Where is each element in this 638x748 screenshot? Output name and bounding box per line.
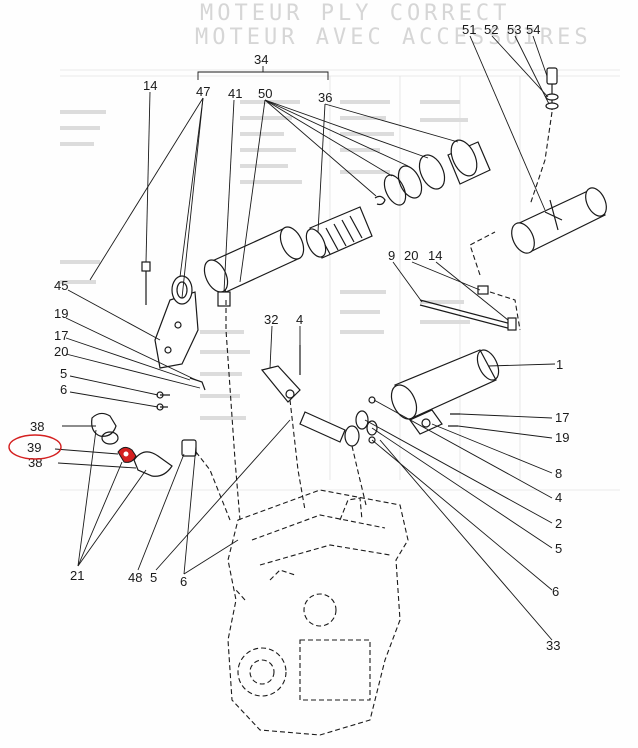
- callout-14-right: 14: [428, 248, 442, 263]
- highlight-ellipse: [8, 434, 62, 460]
- engine-block: [227, 489, 409, 736]
- callout-14-top: 14: [143, 78, 157, 93]
- callout-36: 36: [318, 90, 332, 105]
- callout-6-left: 6: [60, 382, 67, 397]
- assembly-centerlines: [195, 231, 496, 521]
- callout-51: 51: [462, 22, 476, 37]
- callout-5-left: 5: [60, 366, 67, 381]
- callout-2: 2: [555, 516, 562, 531]
- callout-20-left: 20: [54, 344, 68, 359]
- filter-element: [305, 206, 373, 259]
- callout-19-left: 19: [54, 306, 68, 321]
- sleeve-48: [181, 439, 197, 457]
- dash-centerline-51: [529, 111, 553, 206]
- callout-47: 47: [196, 84, 210, 99]
- ghost-header-line2: MOTEUR AVEC ACCESSOIRES: [195, 25, 592, 50]
- screw-17-20: [189, 377, 206, 391]
- screws-17-19-right: [448, 413, 460, 427]
- washers-5-6-left: [160, 394, 170, 408]
- callout-48: 48: [128, 570, 142, 585]
- callout-53: 53: [507, 22, 521, 37]
- silencer-1: [390, 349, 500, 420]
- callout-17-right: 17: [555, 410, 569, 425]
- callout-32: 32: [264, 312, 278, 327]
- callout-50: 50: [258, 86, 272, 101]
- flange-8: [409, 409, 443, 435]
- callout-labels: 34 14 47 41 50 36 51 52 53 54 9 20 14 45…: [28, 22, 569, 653]
- ghost-header-line1: MOTEUR PLY CORRECT: [200, 1, 510, 26]
- highlighted-callout-39[interactable]: 39: [8, 434, 62, 460]
- cylinder-part-51: [511, 187, 607, 254]
- air-filter-housing: [203, 226, 305, 293]
- filter-cover-rings: [383, 139, 491, 206]
- intake-pipe-32: [260, 365, 301, 403]
- callout-20-right: 20: [404, 248, 418, 263]
- callout-41: 41: [228, 86, 242, 101]
- pipe-end: [344, 425, 360, 447]
- callout-19-right: 19: [555, 430, 569, 445]
- callout-4-right: 4: [555, 490, 562, 505]
- callout-6-right: 6: [552, 584, 559, 599]
- callout-5-bottom: 5: [150, 570, 157, 585]
- callout-8: 8: [555, 466, 562, 481]
- callout-6-bottom: 6: [180, 574, 187, 589]
- hose-38-bottom: [133, 451, 173, 477]
- callout-38-top: 38: [30, 419, 44, 434]
- clamp-part: [374, 195, 386, 206]
- callout-1: 1: [556, 357, 563, 372]
- callout-52: 52: [484, 22, 498, 37]
- callout-38-bottom: 38: [28, 455, 42, 470]
- nut-41: [217, 291, 231, 307]
- elbow-38-top: [91, 412, 119, 445]
- strap-47: [171, 275, 193, 305]
- pipe-segment: [299, 411, 346, 443]
- gaskets-right: [355, 396, 378, 444]
- callout-45: 45: [54, 278, 68, 293]
- dash-rod-guide: [489, 291, 521, 331]
- callout-34: 34: [254, 52, 268, 67]
- support-rod-9: [419, 285, 517, 331]
- callout-33: 33: [546, 638, 560, 653]
- callout-4-mid: 4: [296, 312, 303, 327]
- callout-39: 39: [27, 440, 41, 455]
- clamp-39-highlighted: [117, 446, 137, 463]
- callout-21: 21: [70, 568, 84, 583]
- callout-5-right: 5: [555, 541, 562, 556]
- callout-17-left: 17: [54, 328, 68, 343]
- callout-54: 54: [526, 22, 540, 37]
- mounting-bracket-45: [154, 291, 199, 369]
- bolt-assembly-52-54: [545, 67, 559, 110]
- bolt-head-14: [141, 261, 151, 272]
- leader-lines: [54, 35, 556, 641]
- callout-9: 9: [388, 248, 395, 263]
